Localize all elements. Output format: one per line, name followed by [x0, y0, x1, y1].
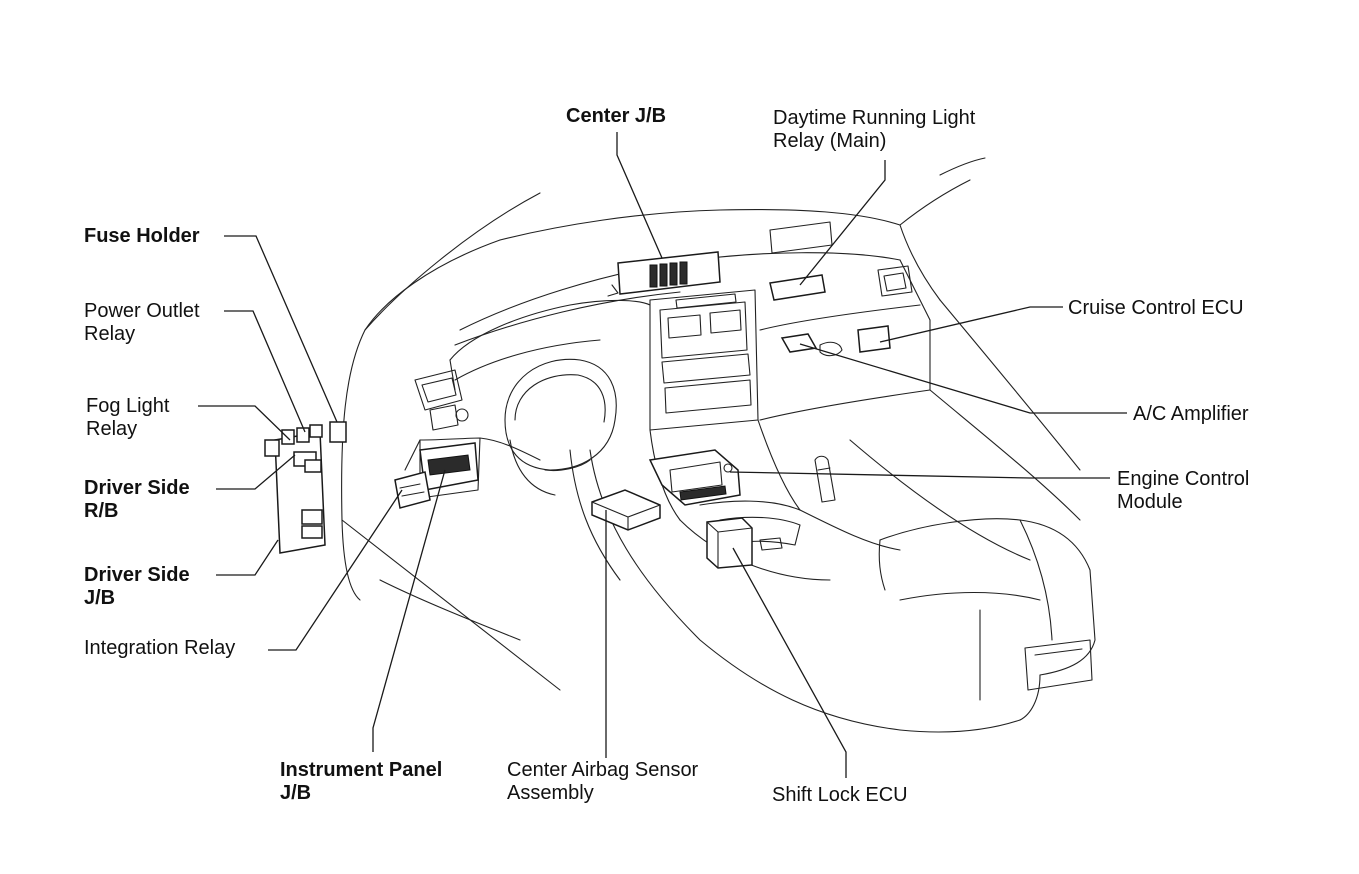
- label-center-airbag-sensor: Center Airbag Sensor Assembly: [507, 759, 698, 805]
- instrument-panel-jb-component: [394, 442, 479, 509]
- fuse-holder-component: [329, 421, 347, 443]
- label-shift-lock-ecu: Shift Lock ECU: [772, 784, 908, 806]
- leader-cruise: [879, 306, 1063, 343]
- label-driver-jb-line1: Driver Side: [84, 564, 190, 586]
- leader-instrument-panel: [372, 469, 446, 752]
- leader-power-outlet: [224, 310, 306, 433]
- leader-drl: [799, 160, 886, 286]
- leader-fog-light: [198, 405, 291, 441]
- leader-ac: [799, 343, 1127, 414]
- leader-lines: [198, 132, 1127, 778]
- label-fog-light-line1: Fog Light: [86, 395, 170, 417]
- label-engine-control-module: Engine Control Module: [1117, 468, 1249, 514]
- airbag-sensor-component: [591, 489, 661, 531]
- label-integration-relay: Integration Relay: [84, 637, 236, 659]
- label-fuse-holder: Fuse Holder: [84, 225, 200, 247]
- label-instrument-panel-line1: Instrument Panel: [280, 759, 443, 781]
- leader-shift-lock: [732, 547, 847, 778]
- label-driver-rb-line1: Driver Side: [84, 477, 190, 499]
- label-driver-jb-line2: J/B: [84, 587, 116, 609]
- dashboard-outline: [341, 157, 1096, 733]
- label-center-jb: Center J/B: [566, 105, 667, 127]
- ac-amplifier-component: [780, 333, 818, 353]
- label-driver-side-jb: Driver Side J/B: [84, 564, 190, 610]
- leader-driver-jb: [216, 539, 279, 576]
- label-driver-side-rb: Driver Side R/B: [84, 477, 190, 523]
- leader-integration-relay: [268, 489, 403, 651]
- label-power-outlet-line2: Relay: [84, 323, 136, 345]
- label-power-outlet-relay: Power Outlet Relay: [84, 300, 200, 346]
- leader-center-jb: [616, 132, 663, 259]
- shift-lock-ecu-component: [706, 517, 753, 569]
- label-drl-relay-line2: Relay (Main): [773, 130, 887, 152]
- center-jb-component: [607, 251, 721, 297]
- label-instrument-panel-jb: Instrument Panel J/B: [280, 759, 442, 805]
- ecm-component: [648, 449, 741, 506]
- label-driver-rb-line2: R/B: [84, 500, 119, 522]
- label-instrument-panel-line2: J/B: [280, 782, 312, 804]
- cruise-control-ecu-component: [857, 325, 891, 353]
- label-ecm-line1: Engine Control: [1117, 468, 1250, 490]
- label-drl-relay-line1: Daytime Running Light: [773, 107, 976, 129]
- label-airbag-line1: Center Airbag Sensor: [507, 759, 699, 781]
- label-fog-light-relay: Fog Light Relay: [86, 395, 169, 441]
- label-cruise-control-ecu: Cruise Control ECU: [1068, 297, 1244, 319]
- label-drl-relay: Daytime Running Light Relay (Main): [773, 107, 975, 153]
- label-power-outlet-line1: Power Outlet: [84, 300, 200, 322]
- leader-ecm: [729, 471, 1110, 479]
- label-fog-light-line2: Relay: [86, 418, 138, 440]
- label-ecm-line2: Module: [1117, 491, 1183, 513]
- label-airbag-line2: Assembly: [507, 782, 594, 804]
- label-ac-amplifier: A/C Amplifier: [1133, 403, 1249, 425]
- drl-relay-component: [769, 274, 826, 301]
- driver-side-jb-component: [264, 424, 326, 554]
- leader-fuse-holder: [224, 235, 338, 423]
- leader-driver-rb: [216, 454, 296, 490]
